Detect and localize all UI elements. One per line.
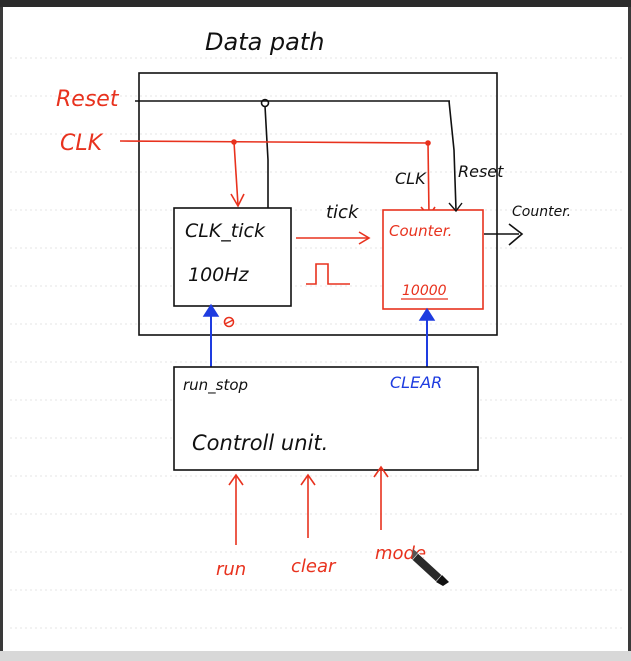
counter-output-arrowhead [508,223,524,246]
diagram-title: Data path [205,28,325,56]
pen-cursor-icon [411,549,449,586]
app-top-toolbar [0,0,631,7]
run-input-label: run [216,559,246,580]
tick-arrowhead [358,231,371,245]
run-stop-arrowhead [202,303,220,317]
right-scroll-edge[interactable] [628,7,631,651]
counter-block [382,209,484,310]
counter-block-value: 10000 [402,283,447,299]
clk-to-counter-wire [427,142,430,216]
clk-signal-label: CLK [60,131,104,156]
counter-reset-arrowhead [448,202,463,213]
reset-to-counter-wire [448,100,457,211]
control-unit-name: Controll unit. [192,431,328,455]
clk-tick-block-name: CLK_tick [185,220,266,242]
run-stop-marker-slash [224,319,234,325]
run-stop-marker-icon [223,316,235,328]
mode-input-arrowhead [373,465,389,478]
counter-clk-label: CLK [395,169,427,188]
app-bottom-toolbar [0,651,631,661]
clear-input-label: clear [291,556,337,577]
control-unit-block [173,366,479,471]
tick-pulse-icon [306,263,350,285]
clk-to-clk-tick-wire [233,141,239,206]
datapath-box [138,72,498,336]
clk-tick-block-frequency: 100Hz [188,264,250,286]
clear-arrowhead [418,307,436,321]
run-input-arrowhead [228,473,244,486]
clk-to-clk-tick-arrowhead [230,193,245,208]
clk-tick-block [173,207,292,307]
counter-output-label: Counter. [512,204,571,220]
left-panel-edge [0,7,3,651]
tick-label: tick [326,202,360,223]
counter-reset-label: Reset [458,162,504,181]
reset-signal-label: Reset [56,87,120,112]
counter-block-name: Counter. [389,222,452,240]
ruled-lines [10,57,625,629]
reset-to-clk-tick-wire [264,105,269,208]
control-unit-clear-label: CLEAR [390,373,442,392]
clk-wire [119,140,429,144]
control-unit-run-stop-label: run_stop [183,376,248,395]
clear-input-arrowhead [300,473,316,486]
